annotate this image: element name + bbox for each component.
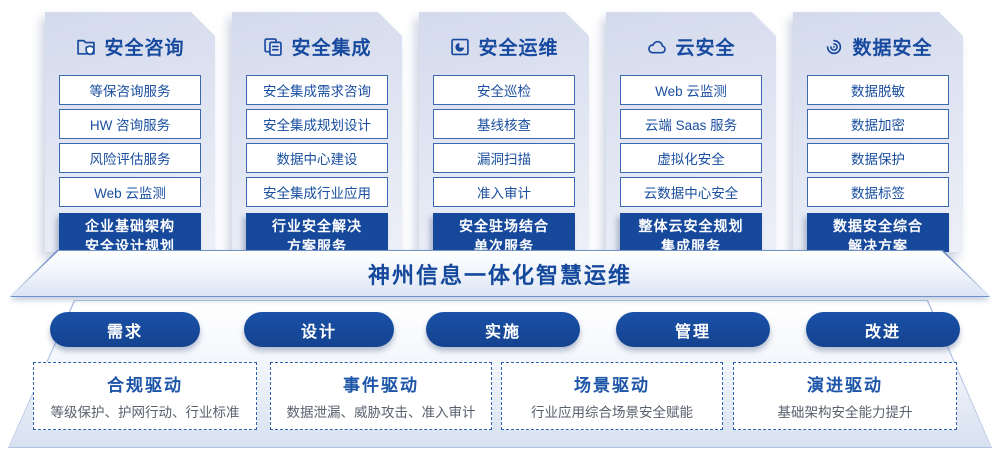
highlight-line: 安全驻场结合: [459, 217, 549, 234]
column-card: 云安全 Web 云监测 云端 Saas 服务 虚拟化安全 云数据中心安全 整体云…: [606, 12, 776, 252]
service-item: 数据标签: [807, 177, 949, 207]
driver-evolution: 演进驱动 基础架构安全能力提升: [733, 362, 957, 430]
column-title: 安全运维: [478, 38, 559, 59]
service-item: HW 咨询服务: [59, 109, 201, 139]
operations-icon: [449, 36, 471, 58]
service-items: 等保咨询服务 HW 咨询服务 风险评估服务 Web 云监测: [45, 75, 215, 207]
highlight-line: 企业基础架构: [85, 217, 175, 234]
banner: 神州信息一体化智慧运维: [10, 250, 990, 297]
service-item: 数据中心建设: [246, 143, 388, 173]
driver-compliance: 合规驱动 等级保护、护网行动、行业标准: [33, 362, 257, 430]
column-title: 安全集成: [291, 38, 372, 59]
driver-title: 合规驱动: [107, 376, 183, 395]
service-items: 安全巡检 基线核查 漏洞扫描 准入审计: [419, 75, 589, 207]
service-item: Web 云监测: [59, 177, 201, 207]
column-card: 安全集成 安全集成需求咨询 安全集成规划设计 数据中心建设 安全集成行业应用 行…: [232, 12, 402, 252]
consulting-icon: [75, 36, 97, 58]
column-title: 数据安全: [852, 38, 933, 59]
phase-pill-demand: 需求: [50, 312, 200, 347]
service-item: 漏洞扫描: [433, 143, 575, 173]
driver-title: 场景驱动: [574, 376, 650, 395]
service-item: 等保咨询服务: [59, 75, 201, 105]
phase-pill-design: 设计: [244, 312, 394, 347]
phase-pill-improvement: 改进: [806, 312, 960, 347]
column-security-operations: 安全运维 安全巡检 基线核查 漏洞扫描 准入审计 安全驻场结合 单次服务: [419, 12, 589, 252]
phase-pill-implementation: 实施: [426, 312, 580, 347]
phase-pill-management: 管理: [616, 312, 770, 347]
service-item: 虚拟化安全: [620, 143, 762, 173]
banner-fill: 神州信息一体化智慧运维: [11, 251, 989, 296]
highlight-line: 数据安全综合: [833, 217, 923, 234]
column-card: 数据安全 数据脱敏 数据加密 数据保护 数据标签 数据安全综合 解决方案: [793, 12, 963, 252]
driver-title: 演进驱动: [807, 376, 883, 395]
column-title: 云安全: [675, 38, 736, 59]
column-header: 数据安全: [793, 12, 963, 60]
service-item: 安全巡检: [433, 75, 575, 105]
driver-title: 事件驱动: [343, 376, 419, 395]
column-header: 安全集成: [232, 12, 402, 60]
service-item: 数据脱敏: [807, 75, 949, 105]
column-header: 云安全: [606, 12, 776, 60]
fingerprint-icon: [823, 36, 845, 58]
service-item: 安全集成规划设计: [246, 109, 388, 139]
column-title: 安全咨询: [104, 38, 185, 59]
driver-desc: 行业应用综合场景安全赋能: [531, 405, 693, 420]
service-item: 云端 Saas 服务: [620, 109, 762, 139]
cloud-icon: [646, 36, 668, 58]
service-item: 安全集成行业应用: [246, 177, 388, 207]
column-security-integration: 安全集成 安全集成需求咨询 安全集成规划设计 数据中心建设 安全集成行业应用 行…: [232, 12, 402, 252]
integration-icon: [262, 36, 284, 58]
driver-desc: 等级保护、护网行动、行业标准: [50, 405, 240, 420]
service-item: 云数据中心安全: [620, 177, 762, 207]
service-item: 准入审计: [433, 177, 575, 207]
column-cloud-security: 云安全 Web 云监测 云端 Saas 服务 虚拟化安全 云数据中心安全 整体云…: [606, 12, 776, 252]
column-security-consulting: 安全咨询 等保咨询服务 HW 咨询服务 风险评估服务 Web 云监测 企业基础架…: [45, 12, 215, 252]
driver-scenario: 场景驱动 行业应用综合场景安全赋能: [501, 362, 723, 430]
service-items: Web 云监测 云端 Saas 服务 虚拟化安全 云数据中心安全: [606, 75, 776, 207]
banner-title: 神州信息一体化智慧运维: [367, 262, 632, 288]
banner-border: 神州信息一体化智慧运维: [10, 250, 990, 297]
service-items: 数据脱敏 数据加密 数据保护 数据标签: [793, 75, 963, 207]
service-items: 安全集成需求咨询 安全集成规划设计 数据中心建设 安全集成行业应用: [232, 75, 402, 207]
column-card: 安全咨询 等保咨询服务 HW 咨询服务 风险评估服务 Web 云监测 企业基础架…: [45, 12, 215, 252]
driver-desc: 数据泄漏、威胁攻击、准入审计: [286, 405, 476, 420]
highlight-line: 整体云安全规划: [638, 217, 744, 234]
service-item: 基线核查: [433, 109, 575, 139]
column-data-security: 数据安全 数据脱敏 数据加密 数据保护 数据标签 数据安全综合 解决方案: [793, 12, 963, 252]
service-item: 数据保护: [807, 143, 949, 173]
service-item: Web 云监测: [620, 75, 762, 105]
column-header: 安全咨询: [45, 12, 215, 60]
driver-desc: 基础架构安全能力提升: [777, 405, 913, 420]
highlight-line: 行业安全解决: [272, 217, 362, 234]
driver-event: 事件驱动 数据泄漏、威胁攻击、准入审计: [270, 362, 492, 430]
service-item: 安全集成需求咨询: [246, 75, 388, 105]
column-card: 安全运维 安全巡检 基线核查 漏洞扫描 准入审计 安全驻场结合 单次服务: [419, 12, 589, 252]
service-item: 数据加密: [807, 109, 949, 139]
column-header: 安全运维: [419, 12, 589, 60]
service-item: 风险评估服务: [59, 143, 201, 173]
